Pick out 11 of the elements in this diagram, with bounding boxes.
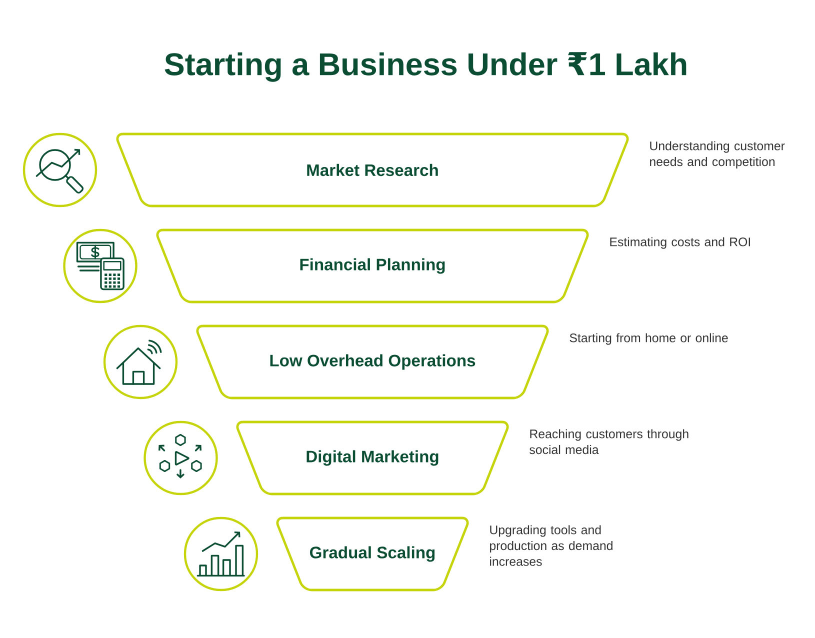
description-text: Upgrading tools and production as demand increases bbox=[490, 525, 612, 566]
funnel-band: Market Research bbox=[116, 132, 629, 208]
description-text: Estimating costs and ROI bbox=[610, 237, 750, 249]
description-text: Reaching customers through social media bbox=[530, 429, 688, 454]
funnel-band: Digital Marketing bbox=[236, 420, 509, 496]
description-text: Understanding customer needs and competition bbox=[650, 141, 785, 169]
funnel-band: Financial Planning bbox=[156, 228, 589, 304]
description-text: Starting from home or online bbox=[570, 333, 728, 345]
title: Starting a Business Under ₹1 Lakh bbox=[164, 52, 686, 82]
funnel-band: Low Overhead Operations bbox=[196, 324, 549, 400]
funnel-band: Gradual Scaling bbox=[276, 516, 469, 592]
